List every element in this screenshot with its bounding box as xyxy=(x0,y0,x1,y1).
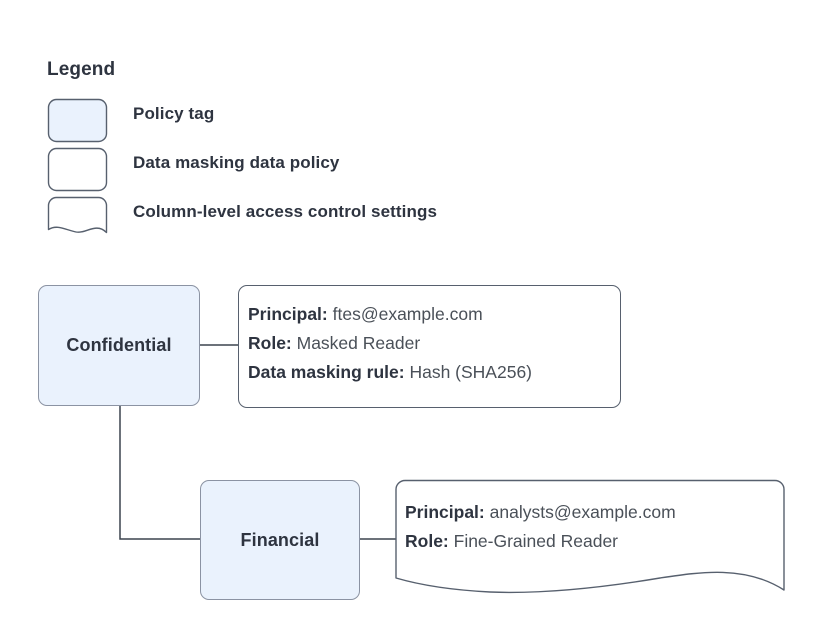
settings-role-label: Role: xyxy=(405,531,449,551)
legend-swatch-data-policy xyxy=(47,147,108,192)
policy-role-value: Masked Reader xyxy=(296,333,421,353)
policy-masking-rule-label: Data masking rule: xyxy=(248,362,405,382)
legend-title: Legend xyxy=(47,59,116,80)
legend-item-policy-tag-label: Policy tag xyxy=(133,104,215,123)
legend-swatch-policy-tag xyxy=(47,98,108,143)
policy-masking-rule-value: Hash (SHA256) xyxy=(409,362,533,382)
connector-confidential-to-financial xyxy=(119,406,200,540)
settings-role-value: Fine-Grained Reader xyxy=(453,531,619,551)
policy-card-confidential[interactable]: Principal: ftes@example.com Role: Masked… xyxy=(238,285,621,408)
settings-card-row: Role: Fine-Grained Reader xyxy=(405,527,676,556)
legend-swatch-access-settings xyxy=(47,196,108,234)
policy-card-row: Role: Masked Reader xyxy=(248,329,620,358)
settings-card-financial[interactable]: Principal: analysts@example.com Role: Fi… xyxy=(405,498,676,556)
legend-item-data-policy-label: Data masking data policy xyxy=(133,153,340,172)
settings-principal-label: Principal: xyxy=(405,502,485,522)
policy-card-row: Principal: ftes@example.com xyxy=(248,300,620,329)
node-financial[interactable]: Financial xyxy=(200,480,360,600)
policy-role-label: Role: xyxy=(248,333,292,353)
node-confidential[interactable]: Confidential xyxy=(38,285,200,406)
node-financial-label: Financial xyxy=(240,529,320,550)
policy-card-row: Data masking rule: Hash (SHA256) xyxy=(248,358,620,387)
legend-item-access-settings-label: Column-level access control settings xyxy=(133,202,438,221)
node-confidential-label: Confidential xyxy=(66,335,172,355)
policy-principal-label: Principal: xyxy=(248,304,328,324)
settings-principal-value: analysts@example.com xyxy=(489,502,676,522)
policy-principal-value: ftes@example.com xyxy=(332,304,483,324)
settings-card-outline xyxy=(395,479,785,594)
settings-card-row: Principal: analysts@example.com xyxy=(405,498,676,527)
